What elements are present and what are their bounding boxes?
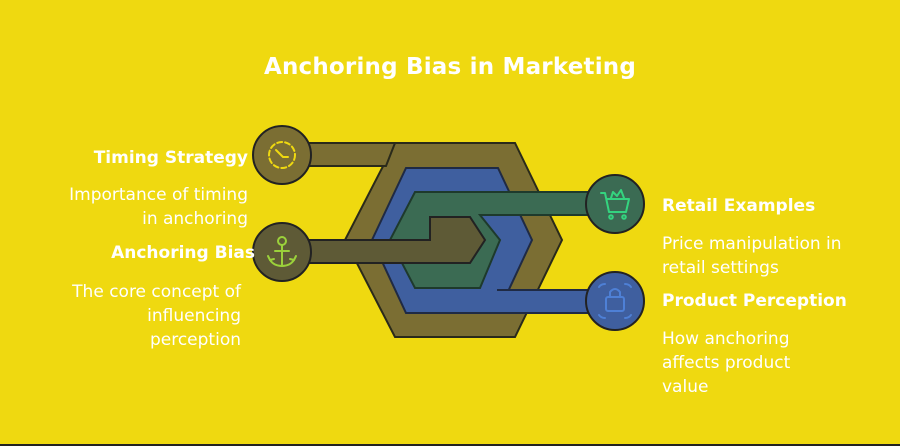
retail-examples-title: Retail Examples bbox=[662, 196, 816, 216]
shopping-cart-icon bbox=[600, 189, 630, 220]
retail-desc-line-2: retail settings bbox=[662, 258, 779, 278]
anchoring-desc-line-2: influencing bbox=[147, 306, 241, 326]
anchoring-desc-line-1: The core concept of bbox=[72, 282, 241, 302]
anchoring-bias-title: Anchoring Bias bbox=[111, 243, 255, 263]
anchoring-desc-line-3: perception bbox=[149, 330, 241, 350]
bottom-border bbox=[0, 444, 900, 446]
product-perception-title: Product Perception bbox=[662, 291, 847, 311]
retail-examples-node bbox=[585, 174, 645, 234]
product-perception-node bbox=[585, 271, 645, 331]
anchor-icon bbox=[267, 236, 297, 267]
shopping-bag-icon bbox=[598, 283, 632, 319]
product-desc-line-3: value bbox=[662, 377, 709, 397]
product-desc-line-1: How anchoring bbox=[662, 329, 790, 349]
timing-desc-line-2: in anchoring bbox=[142, 209, 248, 229]
anchoring-connector bbox=[282, 216, 487, 264]
timing-strategy-title: Timing Strategy bbox=[93, 148, 248, 168]
timing-strategy-description: Importance of timing in anchoring bbox=[69, 183, 248, 231]
retail-examples-description: Price manipulation in retail settings bbox=[662, 232, 842, 280]
anchoring-bias-description: The core concept of influencing percepti… bbox=[72, 280, 241, 352]
retail-desc-line-1: Price manipulation in bbox=[662, 234, 842, 254]
product-perception-description: How anchoring affects product value bbox=[662, 327, 790, 399]
timing-desc-line-1: Importance of timing bbox=[69, 185, 248, 205]
product-desc-line-2: affects product bbox=[662, 353, 791, 373]
diagram-title: Anchoring Bias in Marketing bbox=[263, 54, 637, 80]
timer-icon bbox=[268, 141, 296, 169]
